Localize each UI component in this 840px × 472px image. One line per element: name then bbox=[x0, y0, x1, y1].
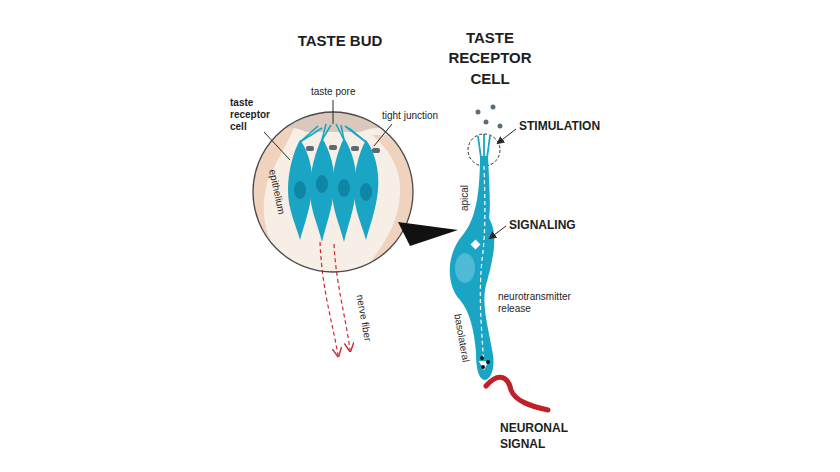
heading: TASTE RECEPTOR CELL bbox=[440, 28, 540, 89]
step-label: STIMULATION bbox=[519, 119, 600, 133]
taste-cells bbox=[288, 124, 380, 355]
heading: TASTE BUD bbox=[285, 31, 395, 51]
part-label: taste receptor cell bbox=[230, 97, 286, 133]
part-label: tight junction bbox=[382, 110, 438, 122]
region-label: basolateral bbox=[451, 313, 471, 363]
receptor-cell bbox=[450, 105, 548, 411]
step-label: SIGNALING bbox=[509, 218, 576, 232]
region-label: apical bbox=[459, 185, 471, 211]
step-label: neurotransmitter release bbox=[498, 291, 593, 315]
part-label: nerve fiber bbox=[354, 294, 374, 343]
step-label: NEURONAL SIGNAL bbox=[500, 421, 600, 452]
part-label: taste pore bbox=[311, 86, 355, 98]
